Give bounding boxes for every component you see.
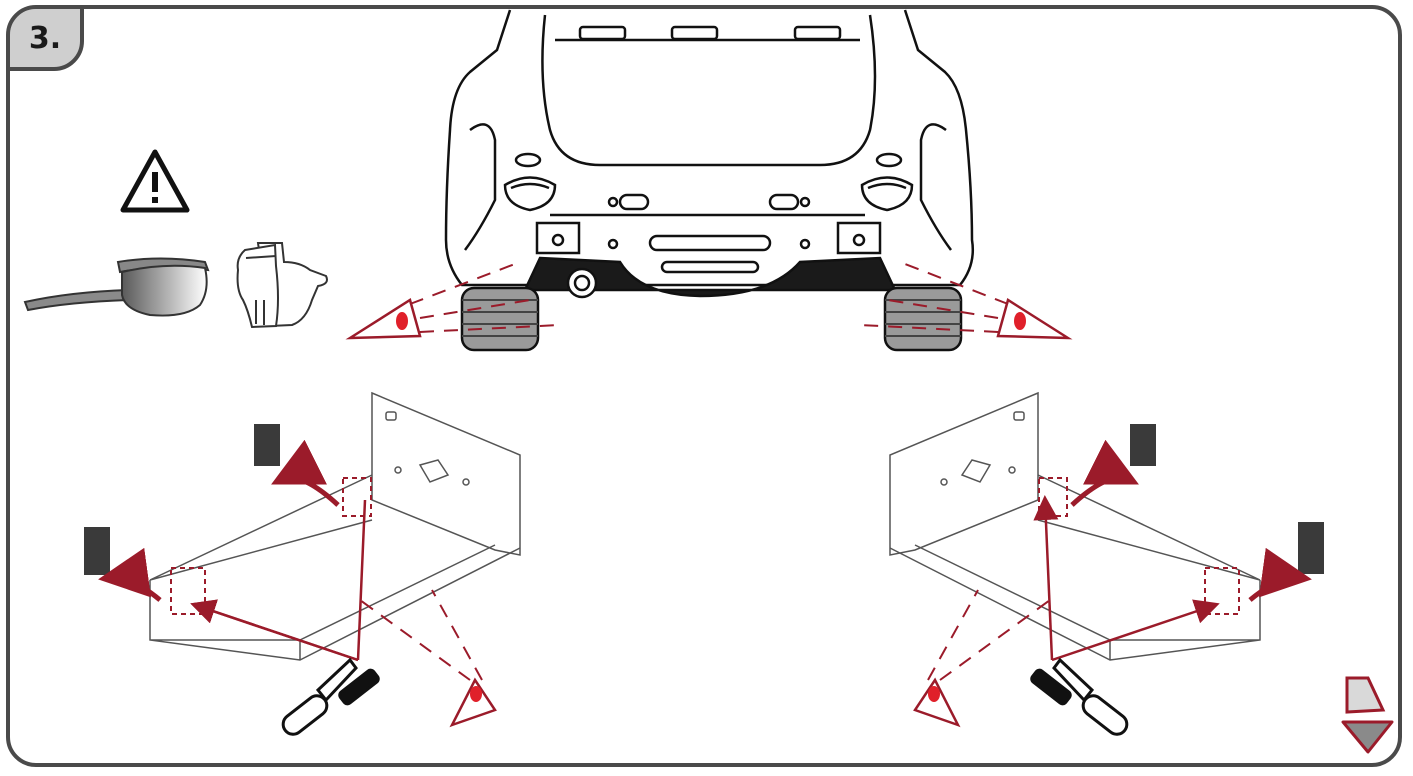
cleaning-zone — [1204, 567, 1240, 615]
warning-triangle-icon — [120, 149, 190, 213]
pointer-line — [1033, 495, 1059, 661]
eye-viewpoint-icon — [359, 589, 497, 728]
cleaning-zone — [1038, 477, 1068, 517]
next-step-arrow-icon[interactable] — [1341, 676, 1394, 754]
protective-gloves-icon — [236, 242, 328, 329]
removal-arrow — [1070, 439, 1139, 507]
cover-patch — [84, 527, 110, 575]
cover-patch — [254, 424, 280, 466]
cleaning-zone — [342, 477, 372, 517]
cover-patch — [1298, 522, 1324, 574]
eye-viewpoint-icon — [859, 261, 1073, 340]
step-number-tab: 3. — [10, 9, 84, 71]
eye-viewpoint-icon — [345, 261, 561, 340]
pointer-lines — [195, 499, 367, 662]
pointer-line — [190, 599, 359, 662]
safety-glasses-icon — [23, 257, 210, 317]
right-bracket-detail — [889, 391, 1261, 661]
cleaning-brush-icon — [1030, 657, 1129, 736]
eye-viewpoint-icon — [913, 589, 1051, 728]
left-bracket-detail — [149, 391, 521, 661]
removal-arrow — [98, 547, 162, 602]
removal-arrow — [271, 439, 340, 507]
step-number: 3. — [28, 20, 62, 56]
right-tire — [883, 286, 963, 352]
car-rear-illustration — [444, 9, 974, 299]
left-tire — [460, 286, 540, 352]
cover-patch — [1130, 424, 1156, 466]
instruction-panel: 3. — [6, 5, 1402, 767]
cleaning-brush-icon — [281, 657, 380, 736]
pointer-line — [1051, 599, 1220, 662]
removal-arrow — [1248, 547, 1312, 602]
